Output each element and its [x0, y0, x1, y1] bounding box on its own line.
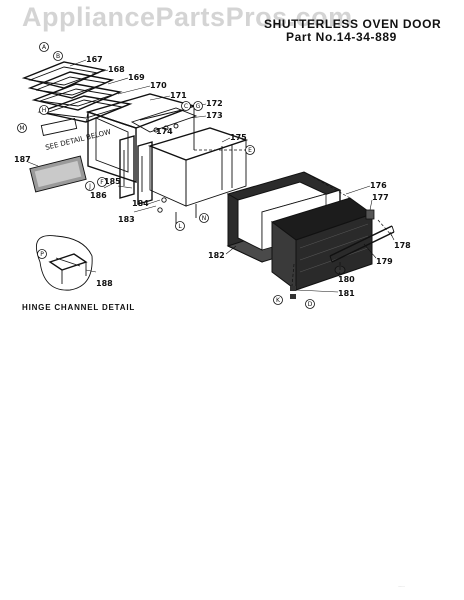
- part-179-outer-glass: [270, 197, 374, 291]
- letter-callout-l: L: [175, 221, 185, 231]
- letter-callout-p: P: [37, 249, 47, 259]
- letter-g: G: [196, 103, 201, 110]
- part-181-mount-screws: [290, 286, 296, 299]
- letter-e: E: [248, 147, 252, 154]
- callout-179: 179: [376, 257, 393, 266]
- letter-j: J: [88, 183, 91, 190]
- diagram-title: SHUTTERLESS OVEN DOOR Part No.14-34-889: [264, 18, 441, 44]
- part-173-liner-bracket: [130, 107, 198, 133]
- hinge-channel-caption: HINGE CHANNEL DETAIL: [22, 303, 136, 312]
- letter-callout-f: F: [97, 177, 107, 187]
- part-178-door-handle: [329, 225, 395, 263]
- letter-f: F: [100, 179, 104, 186]
- part-187-insulation: [29, 118, 87, 193]
- see-detail-note: SEE DETAIL BELOW: [45, 128, 112, 152]
- callout-169: 169: [128, 73, 145, 82]
- letter-m: M: [19, 125, 24, 132]
- letter-callout-a: A: [39, 42, 49, 52]
- letter-callout-m: M: [17, 123, 27, 133]
- letter-h: H: [42, 107, 47, 114]
- letter-b: B: [56, 53, 60, 60]
- callout-178: 178: [394, 241, 411, 250]
- letter-callout-k: K: [273, 295, 283, 305]
- part-177-handle-end-cap: [365, 209, 375, 220]
- letter-callout-d: D: [305, 299, 315, 309]
- callout-186: 186: [90, 191, 107, 200]
- letter-k: K: [276, 297, 281, 304]
- letter-a: A: [42, 44, 47, 51]
- callout-182: 182: [208, 251, 225, 260]
- callout-173: 173: [206, 111, 223, 120]
- callout-188: 188: [96, 279, 113, 288]
- letter-callout-b: B: [53, 51, 63, 61]
- footer-fine-print: ........: [398, 584, 405, 588]
- callout-170: 170: [150, 81, 167, 90]
- letter-c: C: [184, 103, 188, 110]
- callout-183: 183: [118, 215, 135, 224]
- letter-callout-e: E: [245, 145, 255, 155]
- part-175-inner-baffle: [147, 127, 249, 207]
- letter-callout-c: C: [181, 101, 191, 111]
- part-170-inner-panel: [37, 95, 133, 123]
- part-185-hinge-channel: [137, 141, 153, 205]
- letter-d: D: [308, 301, 313, 308]
- callout-181: 181: [338, 289, 355, 298]
- letter-p: P: [40, 251, 44, 258]
- hinge-channel-detail: [36, 235, 93, 291]
- explode-guide-lines: [85, 111, 393, 287]
- letter-l: L: [178, 223, 182, 230]
- callout-187: 187: [14, 155, 31, 164]
- callout-180: 180: [338, 275, 355, 284]
- letter-callout-j: J: [85, 181, 95, 191]
- callout-176: 176: [370, 181, 387, 190]
- callout-184: 184: [132, 199, 149, 208]
- callout-177: 177: [372, 193, 389, 202]
- letter-callout-h: H: [39, 105, 49, 115]
- callout-168: 168: [108, 65, 125, 74]
- callout-171: 171: [170, 91, 187, 100]
- watermark-text: AppliancePartsPros.com: [22, 2, 353, 32]
- title-line-1: SHUTTERLESS OVEN DOOR: [264, 17, 442, 31]
- callout-174: 174: [156, 127, 173, 136]
- letter-callout-g: G: [193, 101, 203, 111]
- callout-185: 185: [104, 177, 121, 186]
- letter-callout-n: N: [199, 213, 209, 223]
- callout-167: 167: [86, 55, 103, 64]
- callout-172: 172: [206, 99, 223, 108]
- letter-n: N: [202, 215, 207, 222]
- part-186-hinge-channel: [119, 135, 135, 199]
- callout-175: 175: [230, 133, 247, 142]
- callout-leaders: [27, 59, 395, 293]
- part-174-screws: [153, 123, 179, 133]
- title-part-number: Part No.14-34-889: [286, 30, 397, 44]
